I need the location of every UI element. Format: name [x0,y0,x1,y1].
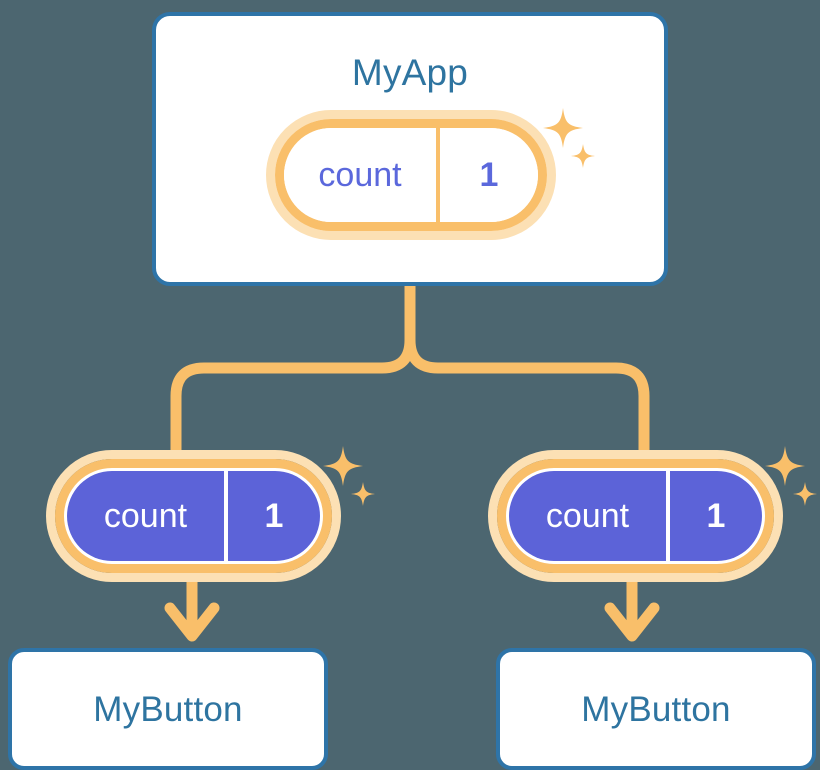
arrow-right-pill-to-button [604,570,660,642]
state-badge-value: 1 [665,471,762,561]
page-title: MyApp [351,52,469,93]
state-badge-root[interactable]: count 1 [266,110,556,240]
state-badge-key: count [545,496,630,535]
state-badge-body: count 1 [497,459,774,573]
state-badge-halo [266,110,556,240]
state-badge-branch-left[interactable]: count 1 [46,450,341,582]
sparkle-small-icon [793,482,817,506]
sparkle-small-icon [351,482,375,506]
state-badge-branch-right[interactable]: count 1 [488,450,783,582]
state-badge-body: count 1 [55,459,332,573]
state-badge-body: count 1 [275,119,547,231]
connector-root-to-right [404,280,650,476]
state-badge-key: count [103,496,188,535]
connector-root-to-left [170,280,416,476]
state-badge-key: count [284,128,436,222]
state-badge-value: 1 [436,128,538,222]
component-card-mybutton-right[interactable]: MyButton [496,648,816,770]
arrow-left-pill-to-button [164,570,220,642]
state-badge-value: 1 [223,471,320,561]
component-card-mybutton-left[interactable]: MyButton [8,648,328,770]
component-card-label: MyButton [581,689,731,729]
component-card-label: MyButton [93,689,243,729]
